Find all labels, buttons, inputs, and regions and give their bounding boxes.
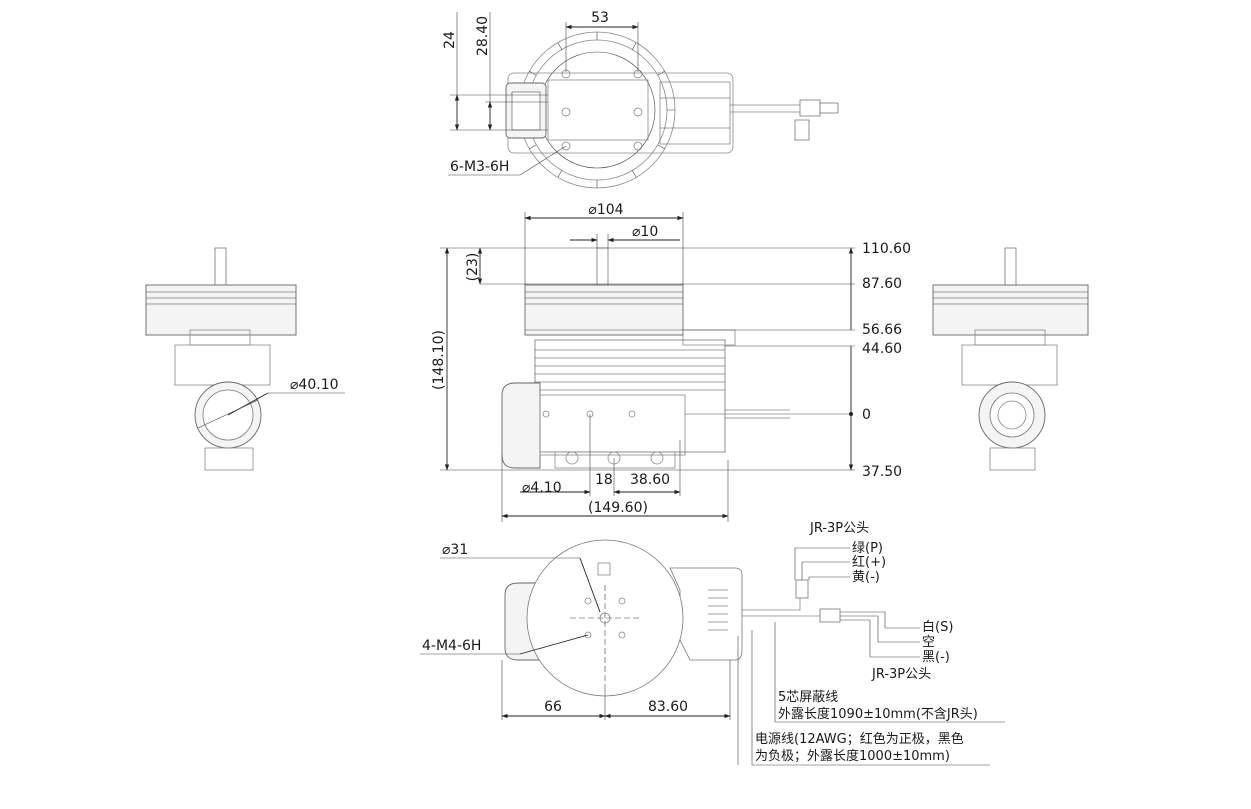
pin-yellow: 黄(-) — [852, 570, 880, 585]
dim-83-60: 83.60 — [648, 699, 688, 715]
connector-bottom-title: JR-3P公头 — [871, 667, 931, 682]
right-side-view — [932, 247, 1089, 471]
dim-38-60: 38.60 — [630, 472, 670, 488]
level-37-50: 37.50 — [862, 464, 902, 480]
front-view: ⌀104 ⌀10 110.60 87.60 56.66 44.60 0 37.5… — [431, 202, 911, 522]
dim-66: 66 — [544, 699, 562, 715]
cable-note-line1: 5芯屏蔽线 — [778, 690, 838, 705]
dim-28-40: 28.40 — [475, 16, 491, 56]
power-note-line1: 电源线(12AWG；红色为正极，黑色 — [755, 731, 964, 747]
power-note-line2: 为负极；外露长度1000±10mm) — [755, 748, 950, 764]
dim-18: 18 — [595, 472, 613, 488]
level-44-60: 44.60 — [862, 341, 902, 357]
pin-green: 绿(P) — [852, 541, 883, 556]
dia-31: ⌀31 — [442, 542, 468, 558]
dia-4-10: ⌀4.10 — [522, 480, 562, 496]
dim-149-60: (149.60) — [588, 500, 648, 516]
dim-53: 53 — [591, 10, 609, 26]
dim-24: 24 — [442, 31, 458, 49]
cable-note-line2: 外露长度1090±10mm(不含JR头) — [778, 706, 978, 722]
thread-note-m4: 4-M4-6H — [422, 638, 481, 654]
pin-white: 白(S) — [922, 619, 953, 635]
left-side-view: ⌀40.10 — [145, 247, 345, 471]
dia-104: ⌀104 — [588, 202, 623, 218]
dia-40-10: ⌀40.10 — [290, 377, 339, 393]
dim-23: (23) — [465, 253, 481, 282]
level-110-60: 110.60 — [862, 241, 911, 257]
connector-top-title: JR-3P公头 — [809, 521, 869, 536]
pin-red: 红(+) — [852, 554, 886, 570]
dim-148-10: (148.10) — [431, 330, 447, 390]
level-0: 0 — [862, 407, 871, 423]
pin-empty: 空 — [922, 635, 935, 650]
level-56-66: 56.66 — [862, 322, 902, 338]
thread-note-m3: 6-M3-6H — [450, 159, 509, 175]
pin-black: 黑(-) — [922, 650, 950, 665]
bottom-view: ⌀31 4-M4-6H 66 83.60 — [420, 539, 841, 720]
level-87-60: 87.60 — [862, 276, 902, 292]
top-view: 53 24 28.40 6-M3-6H — [442, 10, 839, 189]
connector-callouts: JR-3P公头 绿(P) 红(+) 黄(-) 白(S) 空 黑(-) JR-3P… — [737, 521, 1005, 766]
dia-10: ⌀10 — [632, 224, 658, 240]
